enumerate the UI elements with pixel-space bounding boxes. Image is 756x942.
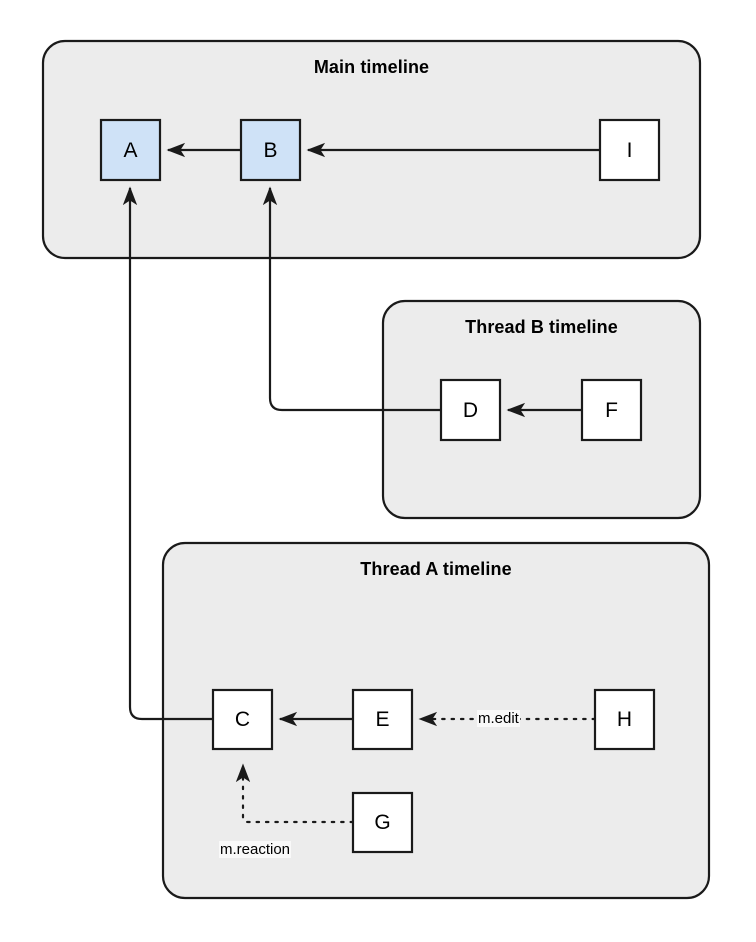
node-E[interactable] <box>351 688 414 751</box>
node-B[interactable] <box>239 118 302 182</box>
node-label-E: E <box>375 708 390 731</box>
node-label-C: C <box>234 708 251 731</box>
node-label-A: A <box>123 139 138 162</box>
node-label-F: F <box>605 399 618 422</box>
edge-d-to-b[interactable] <box>262 186 441 412</box>
node-G[interactable] <box>351 791 414 854</box>
cross-group-edges <box>122 186 441 721</box>
node-H[interactable] <box>593 688 656 751</box>
node-label-H: H <box>616 708 633 731</box>
edge-label-m-reaction: m.reaction <box>219 841 292 859</box>
node-C[interactable] <box>211 688 274 751</box>
group-title-thread-a-timeline: Thread A timeline <box>360 559 512 579</box>
node-label-B: B <box>263 139 278 162</box>
node-label-G: G <box>374 811 391 834</box>
node-A[interactable] <box>99 118 162 182</box>
group-title-thread-b-timeline: Thread B timeline <box>465 317 618 337</box>
node-I[interactable] <box>598 118 661 182</box>
edge-g-to-c[interactable] <box>235 763 355 824</box>
edge-c-to-a[interactable] <box>122 186 213 721</box>
node-F[interactable] <box>580 378 643 442</box>
nodes <box>99 118 661 854</box>
group-title-main-timeline: Main timeline <box>313 57 430 77</box>
node-label-I: I <box>626 139 633 162</box>
edge-label-m-edit: m.edit <box>477 710 520 728</box>
node-D[interactable] <box>439 378 502 442</box>
node-label-D: D <box>462 399 479 422</box>
